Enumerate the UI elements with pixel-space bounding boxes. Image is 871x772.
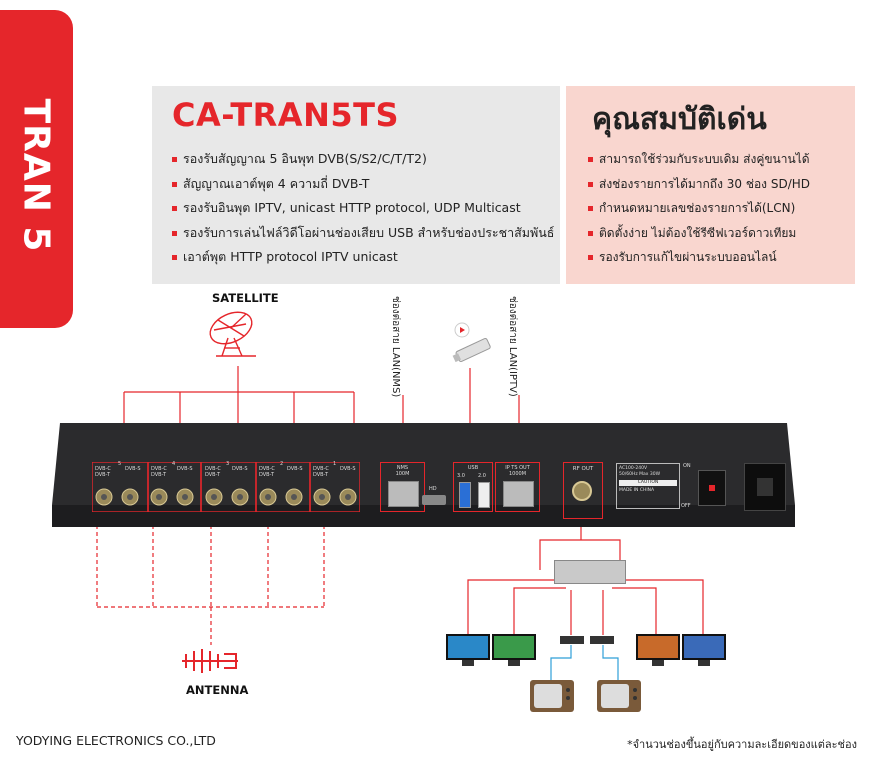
spec-item: รองรับอินพุต IPTV, unicast HTTP protocol… (172, 196, 554, 221)
bullet-icon (172, 255, 177, 260)
usb3-label: 3.0 (457, 473, 465, 479)
modulator-icon (560, 636, 584, 644)
tuner-3-dvbs: DVB-S (232, 466, 248, 472)
tuner-number: 5 (118, 461, 122, 467)
bullet-icon (588, 206, 593, 211)
feature-item: รองรับการแก้ไขผ่านระบบออนไลน์ (588, 245, 810, 270)
tuner-2-dvbs: DVB-S (287, 466, 303, 472)
bullet-icon (588, 157, 593, 162)
satellite-label: SATELLITE (212, 291, 279, 305)
flat-tv-icon (636, 634, 680, 666)
spec-item: เอาต์พุต HTTP protocol IPTV unicast (172, 245, 554, 270)
usb3-port-icon (459, 482, 471, 508)
modulator-icon (590, 636, 614, 644)
power-on-label: ON (683, 463, 691, 469)
features-panel (566, 86, 855, 284)
power-socket-icon (744, 463, 786, 511)
usb2-label: 2.0 (478, 473, 486, 479)
bullet-icon (172, 206, 177, 211)
tuner-1-dvbs: DVB-S (340, 466, 356, 472)
tuner-number: 4 (172, 461, 176, 467)
rj45-port-icon (388, 481, 419, 507)
tuner-4-dvbs: DVB-S (177, 466, 193, 472)
usb2-port-icon (478, 482, 490, 508)
usb-stick-icon (452, 322, 491, 363)
product-model-title: CA-TRAN5TS (172, 96, 399, 134)
hd-port-label: HD (429, 486, 437, 492)
antenna-label: ANTENNA (186, 683, 249, 697)
footer-note: *จำนวนช่องขึ้นอยู่กับความละเอียดของแต่ละ… (627, 738, 857, 751)
rf-splitter-icon (554, 560, 626, 584)
side-tab: TRAN 5 (0, 10, 73, 328)
bullet-icon (588, 181, 593, 187)
usb-port-label: USB (467, 465, 479, 471)
rj45-port-icon (503, 481, 534, 507)
bullet-icon (588, 230, 593, 236)
power-indicator-icon (709, 485, 715, 491)
rf-out-box: RF OUT (563, 462, 603, 519)
rf-connector-icon (572, 481, 592, 501)
tuner-number: 2 (280, 461, 284, 467)
device-rear-panel (52, 423, 795, 527)
spec-item: รองรับสัญญาณ 5 อินพุท DVB(S/S2/C/T/T2) (172, 147, 554, 172)
usb-port-box: USB 3.0 2.0 (453, 462, 493, 512)
company-name: YODYING ELECTRONICS CO.,LTD (16, 733, 216, 748)
feature-item: สามารถใช้ร่วมกับระบบเดิม ส่งคู่ขนานได้ (588, 147, 810, 172)
features-list: สามารถใช้ร่วมกับระบบเดิม ส่งคู่ขนานได้ ส… (588, 147, 810, 270)
antenna-icon (182, 649, 238, 673)
tuner-number: 3 (226, 461, 230, 467)
hdmi-port-icon (422, 495, 446, 505)
spec-list: รองรับสัญญาณ 5 อินพุท DVB(S/S2/C/T/T2) ส… (172, 147, 554, 270)
bullet-icon (588, 255, 593, 260)
features-title: คุณสมบัติเด่น (592, 102, 767, 137)
bullet-icon (172, 157, 177, 162)
power-rating-plate: AC100-240V 50/60Hz Max 30W CAUTION MADE … (616, 463, 680, 509)
crt-tv-icon (530, 680, 574, 712)
power-socket-pin-icon (757, 478, 773, 496)
flat-tv-icon (446, 634, 490, 666)
spec-item: รองรับการเล่นไฟล์วิดีโอผ่านช่องเสียบ USB… (172, 221, 554, 246)
crt-tv-icon (597, 680, 641, 712)
flat-tv-icon (492, 634, 536, 666)
tuner-5-dvbs: DVB-S (125, 466, 141, 472)
tuner-section (91, 461, 361, 513)
feature-item: ส่งช่องรายการได้มากถึง 30 ช่อง SD/HD (588, 172, 810, 197)
spec-panel (152, 86, 560, 284)
tuner-number: 1 (333, 461, 337, 467)
power-off-label: OFF (681, 503, 691, 509)
spec-item: สัญญาณเอาต์พุต 4 ความถี่ DVB-T (172, 172, 554, 197)
satellite-dish-icon (209, 311, 256, 357)
bullet-icon (172, 181, 177, 187)
rf-out-label: RF OUT (572, 466, 594, 472)
power-switch (698, 470, 726, 506)
feature-item: ติดตั้งง่าย ไม่ต้องใช้รีซีฟเวอร์ดาวเทียม (588, 221, 810, 246)
bullet-icon (172, 230, 177, 236)
feature-item: กำหนดหมายเลขช่องรายการได้(LCN) (588, 196, 810, 221)
flat-tv-icon (682, 634, 726, 666)
